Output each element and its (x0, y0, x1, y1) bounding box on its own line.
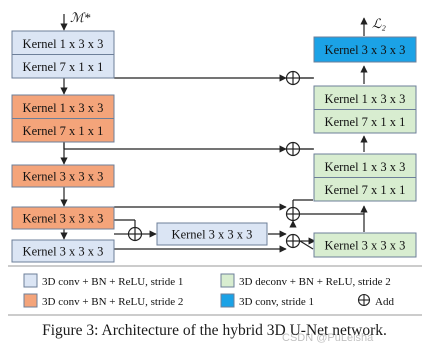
input-label: ℳ* (70, 10, 91, 25)
enc-block-4 (11, 206, 115, 230)
decoder: Kernel 3 x 3 x 3 Kernel 1 x 3 x 3 Kernel… (313, 36, 417, 258)
legend-swatch-green (220, 273, 235, 288)
legend-swatch-blue (23, 273, 38, 288)
enc-block-3 (11, 164, 115, 188)
encoder: Kernel 1 x 3 x 3 Kernel 7 x 1 x 1 Kernel… (11, 30, 115, 263)
bottleneck-label: Kernel 3 x 3 x 3 (172, 228, 253, 242)
legend-orange-label: 3D conv + BN + ReLU, stride 2 (42, 296, 183, 308)
legend-swatch-cyan (220, 293, 235, 308)
add-icon (285, 141, 301, 157)
add-nodes (127, 70, 301, 249)
output-conv-block (313, 36, 417, 63)
enc3-label: Kernel 3 x 3 x 3 (23, 170, 104, 184)
enc1-label-b: Kernel 7 x 1 x 1 (23, 60, 104, 74)
legend-swatch-orange (23, 293, 38, 308)
legend: 3D conv + BN + ReLU, stride 1 3D deconv … (8, 265, 422, 316)
enc4-label: Kernel 3 x 3 x 3 (23, 212, 104, 226)
add-icon (127, 226, 143, 242)
dec2-label-a: Kernel 1 x 3 x 3 (325, 160, 406, 174)
legend-add-label: Add (375, 296, 394, 308)
add-icon (285, 206, 301, 222)
output-conv-label: Kernel 3 x 3 x 3 (325, 43, 406, 57)
dec1-label-a: Kernel 1 x 3 x 3 (325, 92, 406, 106)
dec1-label-b: Kernel 7 x 1 x 1 (325, 115, 406, 129)
dec2-label-b: Kernel 7 x 1 x 1 (325, 183, 406, 197)
enc5-label: Kernel 3 x 3 x 3 (23, 245, 104, 259)
legend-cyan-label: 3D conv, stride 1 (239, 296, 314, 308)
figure-caption: Figure 3: Architecture of the hybrid 3D … (42, 322, 387, 339)
output-loss-label: ℒ₂ (372, 16, 386, 31)
legend-add-icon (357, 293, 371, 307)
bottleneck-block (156, 222, 268, 246)
add-icon (285, 233, 301, 249)
watermark: CSDN @PuLeisha (282, 332, 374, 344)
enc-block-5 (11, 239, 115, 263)
dec3-label: Kernel 3 x 3 x 3 (325, 239, 406, 253)
dec-block-3 (313, 232, 417, 258)
enc2-label-a: Kernel 1 x 3 x 3 (23, 101, 104, 115)
legend-green-label: 3D deconv + BN + ReLU, stride 2 (239, 276, 391, 288)
add-icon (285, 70, 301, 86)
legend-blue-label: 3D conv + BN + ReLU, stride 1 (42, 276, 183, 288)
enc2-label-b: Kernel 7 x 1 x 1 (23, 124, 104, 138)
enc1-label-a: Kernel 1 x 3 x 3 (23, 37, 104, 51)
